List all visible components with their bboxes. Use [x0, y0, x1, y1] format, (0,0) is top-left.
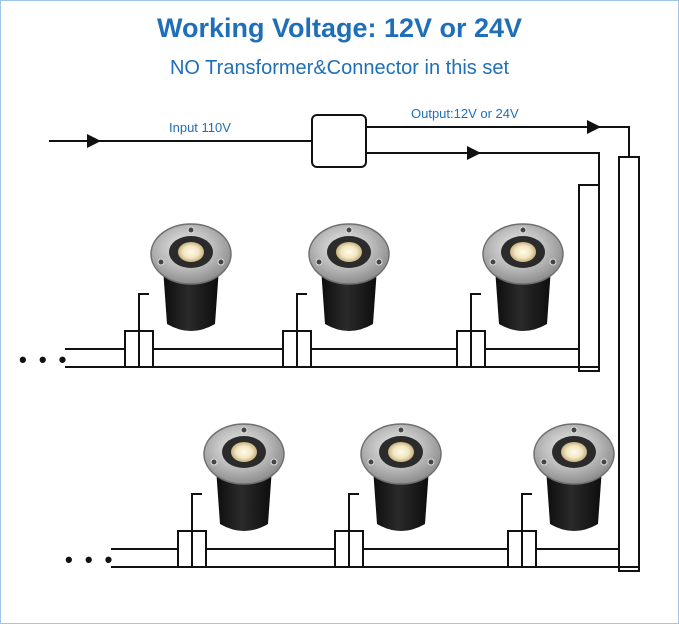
light-fixtures: [124, 223, 615, 568]
output-arrow-lower: [467, 146, 481, 160]
diagram-title: Working Voltage: 12V or 24V: [156, 13, 523, 43]
fixture-housing: [321, 268, 377, 331]
screw-icon: [519, 226, 527, 234]
fixture-housing: [373, 468, 429, 531]
screw-icon: [540, 458, 548, 466]
screw-icon: [489, 258, 497, 266]
fixture-lead-wire: [138, 293, 149, 331]
output-wires: [366, 126, 630, 185]
light-fixture: [507, 423, 615, 568]
output-arrow-upper: [587, 120, 601, 134]
lower-row-continuation: • • •: [65, 547, 115, 572]
fixture-lead-wire: [191, 493, 202, 531]
screw-icon: [427, 458, 435, 466]
fixture-housing: [216, 468, 272, 531]
screw-icon: [240, 426, 248, 434]
led-icon: [178, 242, 204, 262]
light-fixture: [124, 223, 232, 368]
fixture-lead-wire: [348, 493, 359, 531]
screw-icon: [217, 258, 225, 266]
light-fixture: [456, 223, 564, 368]
led-icon: [231, 442, 257, 462]
screw-icon: [270, 458, 278, 466]
screw-icon: [157, 258, 165, 266]
fixture-housing: [163, 268, 219, 331]
light-fixture: [334, 423, 442, 568]
light-fixture: [177, 423, 285, 568]
led-icon: [388, 442, 414, 462]
led-icon: [510, 242, 536, 262]
light-fixture: [282, 223, 390, 368]
fixture-housing: [546, 468, 602, 531]
led-icon: [336, 242, 362, 262]
screw-icon: [315, 258, 323, 266]
vertical-bus: [578, 156, 640, 572]
screw-icon: [210, 458, 218, 466]
transformer-box: [311, 114, 367, 168]
fixture-lead-wire: [521, 493, 532, 531]
input-label: Input 110V: [169, 120, 231, 135]
screw-icon: [367, 458, 375, 466]
fixture-lead-wire: [296, 293, 307, 331]
input-arrow: [87, 134, 101, 148]
screw-icon: [375, 258, 383, 266]
screw-icon: [570, 426, 578, 434]
fixture-lead-wire: [470, 293, 481, 331]
screw-icon: [600, 458, 608, 466]
fixture-housing: [495, 268, 551, 331]
screw-icon: [549, 258, 557, 266]
led-icon: [561, 442, 587, 462]
screw-icon: [345, 226, 353, 234]
output-label: Output:12V or 24V: [411, 106, 519, 121]
upper-row-continuation: • • •: [19, 347, 69, 372]
screw-icon: [397, 426, 405, 434]
diagram-subtitle: NO Transformer&Connector in this set: [169, 57, 509, 79]
screw-icon: [187, 226, 195, 234]
